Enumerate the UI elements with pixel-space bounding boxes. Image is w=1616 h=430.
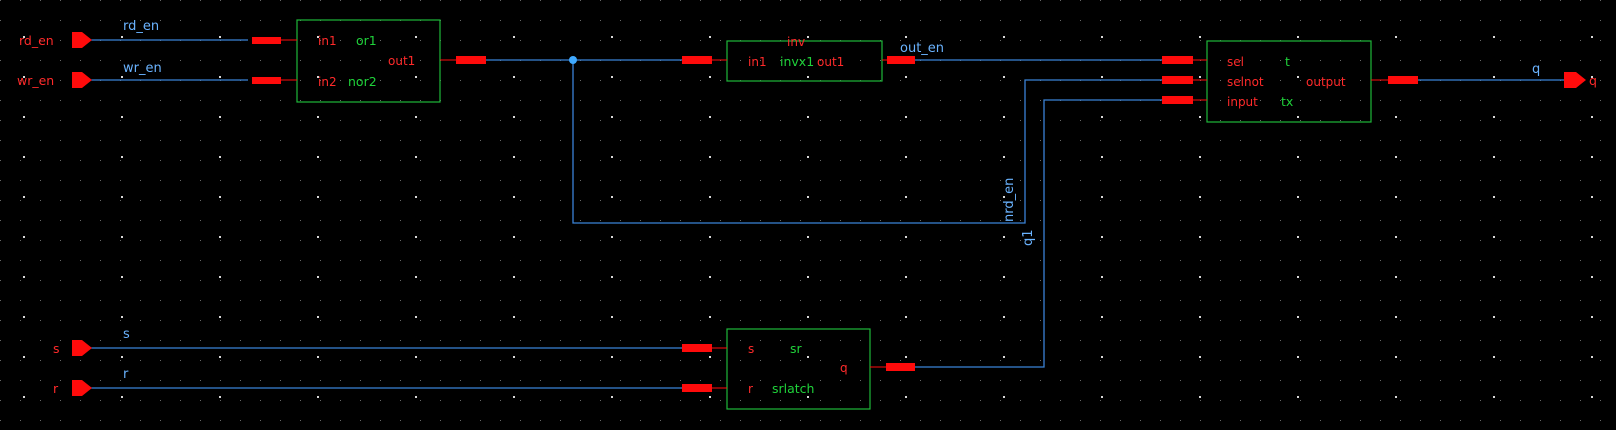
net-label-wr_en: wr_en	[123, 61, 162, 76]
nor2-instance-name: or1	[356, 33, 377, 48]
inverter-header-label: inv	[787, 35, 805, 49]
net-label-r: r	[123, 367, 129, 382]
nor2-pin-out1[interactable]	[456, 56, 486, 64]
srlatch-cell-name: srlatch	[772, 381, 814, 396]
srlatch-pin-q[interactable]	[886, 363, 915, 371]
instance-tx[interactable]: sel selnot input output t tx	[1162, 40, 1418, 123]
srlatch-pin-r[interactable]	[682, 384, 712, 392]
nor2-pinlabel-in2: in2	[318, 75, 337, 89]
srlatch-pin-s[interactable]	[682, 344, 712, 352]
port-label-rd_en: rd_en	[19, 33, 54, 48]
nor2-pin-in2[interactable]	[252, 77, 281, 84]
tx-body[interactable]	[1206, 40, 1372, 123]
nor2-pinlabel-in1: in1	[318, 34, 337, 48]
tx-cell-name: tx	[1281, 94, 1293, 109]
wire-nrd_en[interactable]	[572, 60, 1162, 224]
net-label-s: s	[123, 327, 130, 342]
net-label-q1: q1	[1021, 229, 1036, 246]
inverter-cell-name: invx1	[780, 54, 814, 69]
srlatch-pinlabel-s: s	[748, 342, 754, 356]
junction-dot	[569, 56, 577, 64]
net-label-out_en: out_en	[900, 41, 944, 56]
srlatch-body[interactable]	[726, 328, 871, 410]
port-label-q: q	[1589, 73, 1597, 88]
output-port-q[interactable]: q	[1564, 72, 1597, 88]
net-label-q: q	[1532, 62, 1540, 77]
nor2-cell-name: nor2	[348, 74, 377, 89]
srlatch-pinlabel-q: q	[840, 361, 848, 375]
input-port-wr_en[interactable]: wr_en	[17, 72, 92, 88]
port-label-r: r	[53, 381, 59, 396]
nor2-body[interactable]	[296, 19, 441, 103]
instance-inverter[interactable]: inv in1 invx1 out1	[682, 35, 915, 82]
wires	[88, 39, 1567, 389]
inverter-body[interactable]	[726, 40, 883, 82]
inverter-pin-out1[interactable]	[887, 56, 915, 64]
wire-q1[interactable]	[915, 99, 1162, 368]
inverter-pinlabel-in1: in1	[748, 55, 767, 69]
tx-pin-output[interactable]	[1388, 76, 1418, 84]
instance-srlatch[interactable]: s r q sr srlatch	[682, 328, 915, 410]
net-label-rd_en: rd_en	[123, 19, 159, 34]
io-ports: rd_en wr_en s r q	[17, 32, 1597, 396]
port-label-s: s	[53, 341, 60, 356]
input-port-rd_en[interactable]: rd_en	[19, 32, 92, 48]
nor2-pinlabel-out1: out1	[388, 54, 415, 68]
net-labels: rd_en wr_en out_en nrd_en q1 q s r	[123, 19, 1540, 382]
nor2-pin-in1[interactable]	[252, 37, 281, 44]
tx-pinlabel-input: input	[1227, 95, 1258, 109]
tx-pin-selnot[interactable]	[1162, 76, 1193, 84]
tx-pin-input[interactable]	[1162, 96, 1193, 104]
srlatch-pinlabel-r: r	[748, 382, 753, 396]
tx-pinlabel-output: output	[1306, 75, 1346, 89]
port-label-wr_en: wr_en	[17, 73, 54, 88]
tx-instance-name: t	[1285, 54, 1290, 69]
tx-pin-sel[interactable]	[1162, 56, 1193, 64]
input-port-r[interactable]: r	[53, 380, 92, 396]
instance-nor2[interactable]: in1 in2 out1 or1 nor2	[252, 19, 486, 103]
net-label-nrd_en: nrd_en	[1002, 178, 1017, 222]
srlatch-instance-name: sr	[790, 341, 803, 356]
inverter-pinlabel-out1: out1	[817, 55, 844, 69]
tx-pinlabel-selnot: selnot	[1227, 75, 1264, 89]
tx-pinlabel-sel: sel	[1227, 55, 1244, 69]
input-port-s[interactable]: s	[53, 340, 92, 356]
inverter-pin-in1[interactable]	[682, 56, 712, 64]
